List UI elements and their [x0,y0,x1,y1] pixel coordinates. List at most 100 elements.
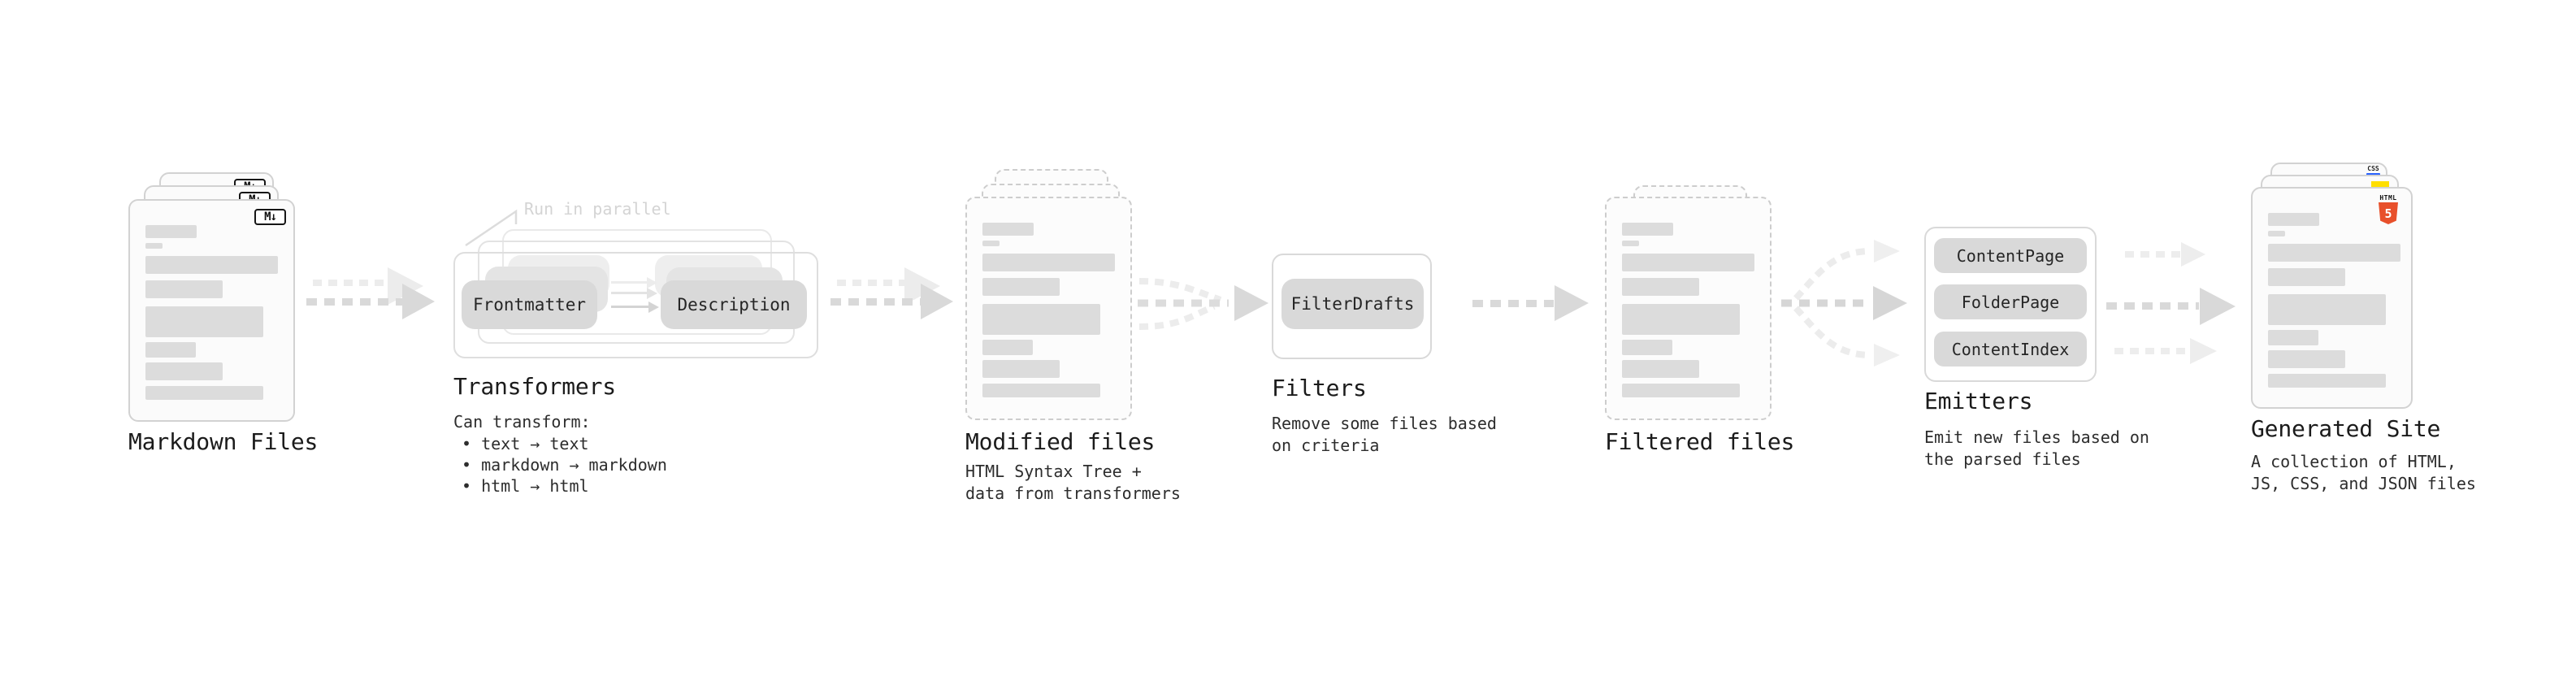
modified-files-subtitle-line2: data from transformers [965,484,1181,503]
mini-arrow-line [611,281,647,284]
frontmatter-pill-label: Frontmatter [472,295,587,314]
text-placeholder [1622,241,1639,246]
description-pill-label: Description [677,295,791,314]
filterdrafts-pill: FilterDrafts [1281,279,1424,329]
transformers-subtitle: Can transform: [453,412,591,432]
mini-arrow-head [647,277,657,288]
arrow-head-top [2181,242,2205,267]
filtered-file-card-front [1605,197,1772,420]
arrow-head [1873,286,1907,320]
text-placeholder [145,306,263,337]
text-placeholder [982,304,1100,335]
text-placeholder [982,340,1033,355]
text-placeholder [1622,278,1699,296]
generated-site-subtitle-line2: JS, CSS, and JSON files [2251,474,2476,493]
contentindex-pill: ContentIndex [1934,332,2087,367]
arrow-dash-top [2125,251,2180,258]
emitters-subtitle-line1: Emit new files based on [1924,427,2149,447]
text-placeholder [1622,304,1740,335]
text-placeholder [2268,268,2345,286]
text-placeholder [145,243,163,249]
text-placeholder [2268,294,2386,325]
mini-arrow-head [647,288,657,299]
markdown-file-card-front: M↓ [128,199,295,422]
transformers-bullet: • html → html [462,476,589,496]
arrow-modified-to-filters [1138,278,1268,330]
text-placeholder [982,241,1000,246]
filterdrafts-pill-label: FilterDrafts [1290,294,1415,314]
html5-icon-number: 5 [2384,206,2392,221]
text-placeholder [982,384,1100,397]
text-placeholder [982,360,1060,378]
text-placeholder [2268,231,2285,236]
text-placeholder [982,254,1115,271]
text-placeholder [145,256,278,274]
js-icon [2371,181,2389,190]
contentpage-pill-label: ContentPage [1956,245,2065,266]
html5-icon: HTML 5 [2379,194,2398,224]
css-icon-label: CSS [2367,165,2379,172]
text-placeholder [1622,340,1672,355]
transformers-bullet: • text → text [462,434,589,453]
arrow-head-bottom [2190,338,2217,364]
transformers-bullet: • markdown → markdown [462,455,667,475]
arrow-dash [1472,300,1554,307]
arrow-head-bottom [1874,344,1900,367]
text-placeholder [145,362,223,380]
markdown-icon: M↓ [254,209,286,225]
generated-site-subtitle-line1: A collection of HTML, [2251,452,2457,471]
generated-site-label: Generated Site [2251,415,2441,442]
text-placeholder [1622,254,1754,271]
text-placeholder [145,342,196,358]
arrow-filtered-to-emitters [1781,240,1907,367]
run-in-parallel-leader-line [465,209,518,247]
markdown-files-label: Markdown Files [128,428,319,455]
transformer-stack-box-front [453,252,818,358]
html5-icon-shield: 5 [2379,202,2398,224]
text-placeholder [2268,213,2319,226]
text-placeholder [145,280,223,298]
arrow-dash-echo [313,280,391,286]
generated-file-card-front: HTML 5 [2251,187,2413,409]
markdown-icon-glyph: M↓ [264,210,277,223]
folderpage-pill: FolderPage [1934,284,2087,319]
text-placeholder [1622,384,1740,397]
contentpage-pill: ContentPage [1934,238,2087,273]
arrow-head [1234,285,1268,321]
arrow-dash [306,298,402,306]
filters-label: Filters [1272,375,1367,401]
arrow-head [921,284,953,319]
arrow-head [402,284,435,319]
text-placeholder [145,225,197,238]
text-placeholder [2268,350,2345,368]
filtered-files-label: Filtered files [1605,428,1795,455]
arrow-head [1555,285,1589,321]
text-placeholder [2268,374,2386,388]
text-placeholder [2268,244,2400,262]
transformers-label: Transformers [453,373,616,400]
text-placeholder [982,278,1060,296]
filters-subtitle-line2: on criteria [1272,436,1380,455]
emitters-subtitle-line2: the parsed files [1924,449,2081,469]
arrow-head-mid [2200,288,2236,325]
emitters-label: Emitters [1924,388,2033,414]
text-placeholder [982,223,1034,236]
run-in-parallel-annotation: Run in parallel [524,199,671,219]
mini-arrow-line [611,292,647,294]
text-placeholder [1622,223,1673,236]
html5-icon-label: HTML [2379,194,2397,202]
modified-file-card-front [965,197,1132,420]
arrow-dash [830,298,922,306]
text-placeholder [145,386,263,400]
filters-subtitle-line1: Remove some files based [1272,414,1497,433]
arrow-dash-echo [837,280,907,286]
text-placeholder [1622,360,1699,378]
modified-files-label: Modified files [965,428,1156,455]
text-placeholder [2268,330,2318,345]
contentindex-pill-label: ContentIndex [1951,339,2070,359]
mini-arrow-line [611,306,648,308]
arrow-dash-bottom [2114,348,2189,354]
arrow-dash-mid [2106,302,2199,310]
frontmatter-pill: Frontmatter [462,280,597,329]
